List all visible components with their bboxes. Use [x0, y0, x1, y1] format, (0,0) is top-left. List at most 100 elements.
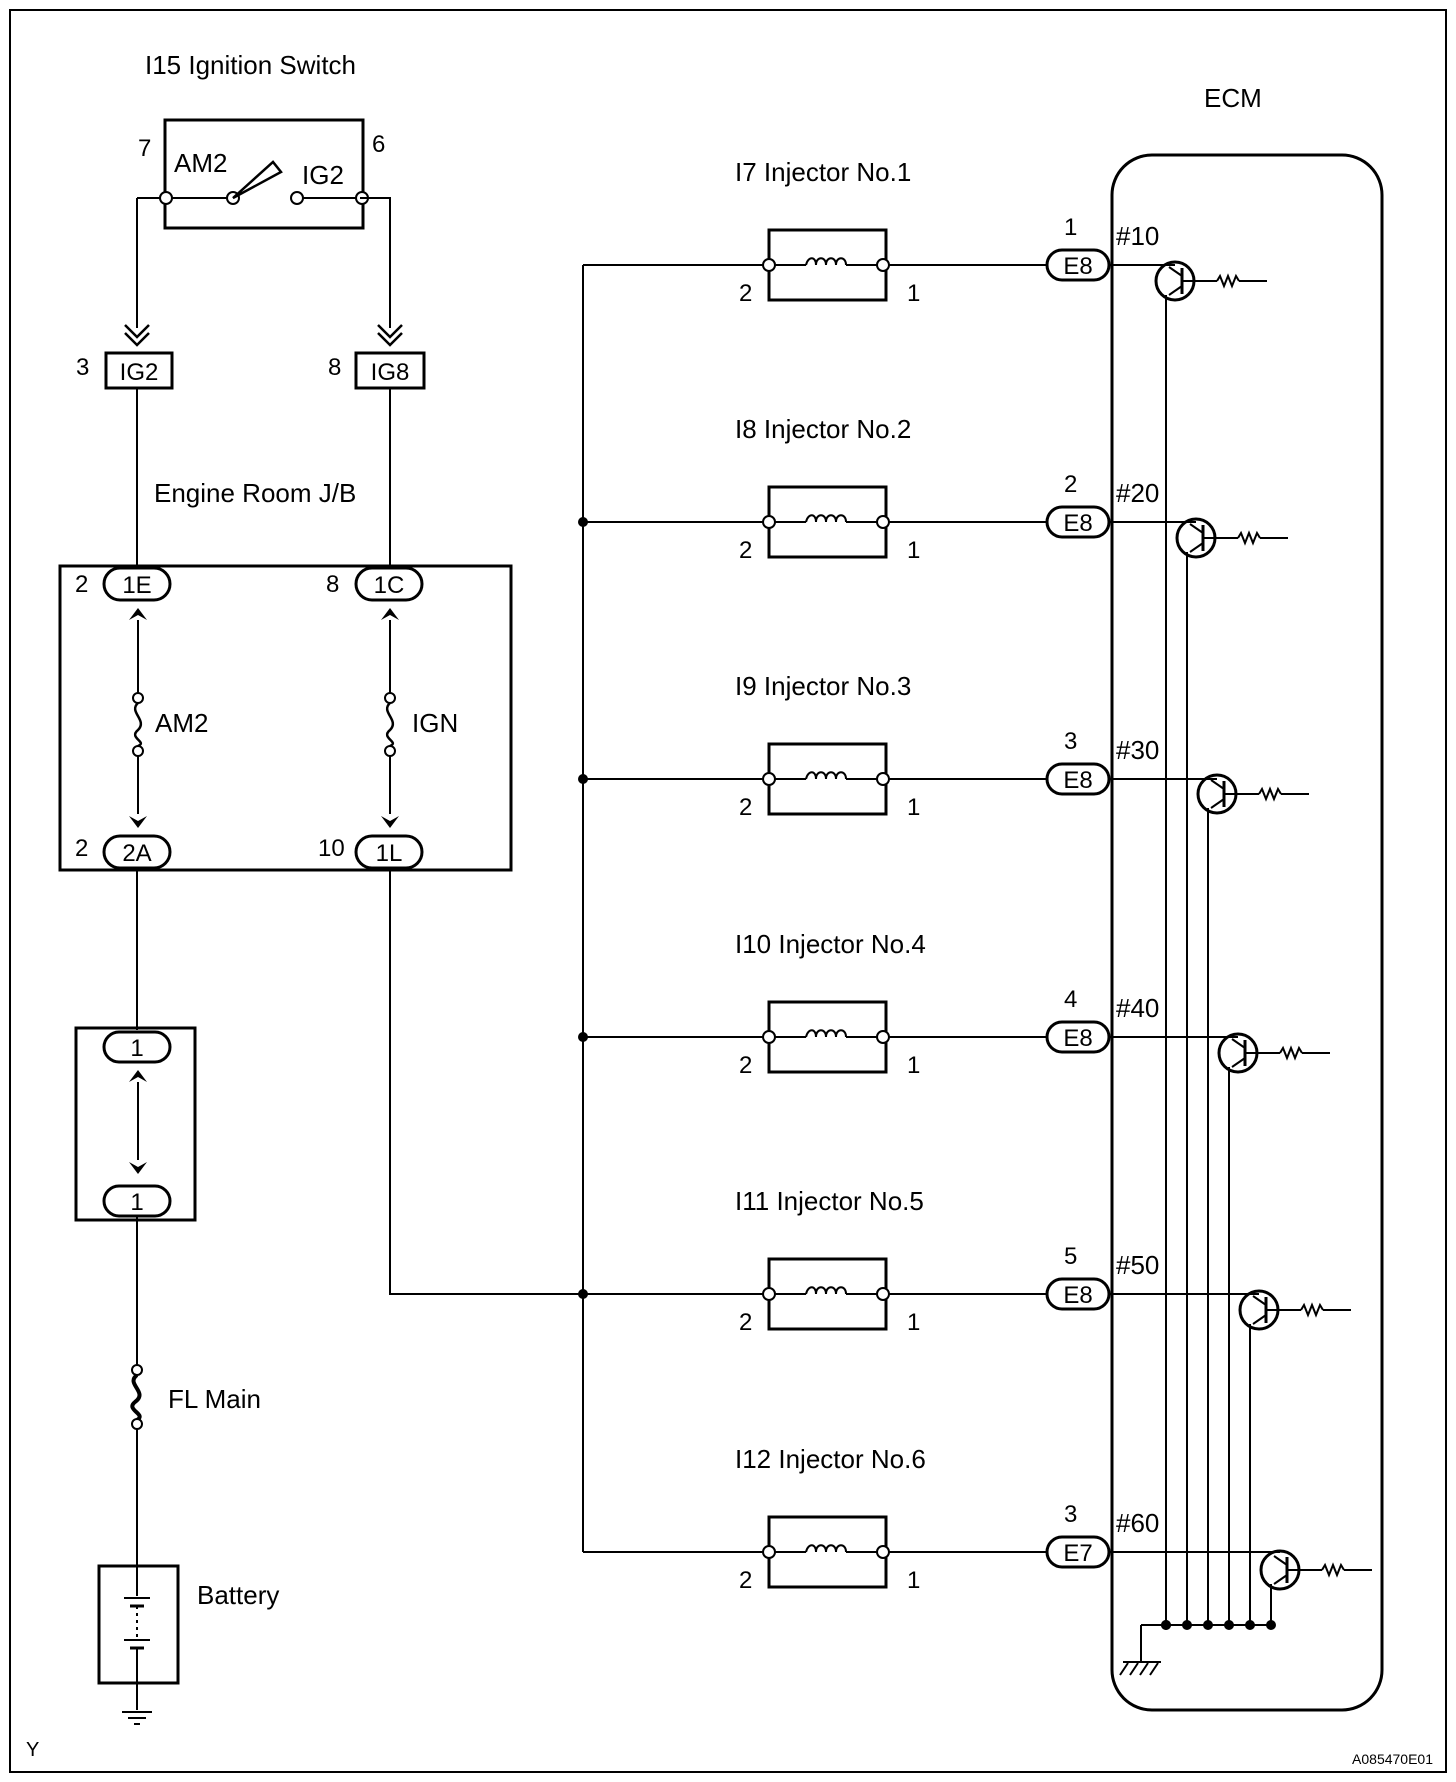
injector-5: I11 Injector No.5 2 1 5E8 #50	[578, 1186, 1159, 1336]
injector-pin-left: 2	[739, 1052, 752, 1079]
ecm-drivers	[1109, 260, 1372, 1630]
corner-mark: Y	[26, 1739, 39, 1761]
ecm-pin-number: 5	[1064, 1243, 1077, 1270]
injector-title: I11 Injector No.5	[735, 1186, 924, 1216]
ignition-switch-title: I15 Ignition Switch	[145, 50, 356, 80]
injector-coil-icon	[805, 1544, 847, 1553]
injector-pin-right: 1	[907, 794, 920, 821]
ecm-terminal-label: #50	[1116, 1250, 1159, 1280]
svg-text:1C: 1C	[374, 572, 405, 599]
injector-title: I7 Injector No.1	[735, 157, 911, 187]
fuse-am2	[133, 702, 143, 748]
injector-coil-icon	[805, 1286, 847, 1295]
svg-text:1L: 1L	[376, 840, 403, 867]
engine-room-jb-title: Engine Room J/B	[154, 478, 356, 508]
junction-connector: 1 1	[74, 1026, 197, 1222]
injector-title: I9 Injector No.3	[735, 671, 911, 701]
injector-coil-icon	[805, 1029, 847, 1038]
ecm-terminal-label: #20	[1116, 478, 1159, 508]
battery-label: Battery	[197, 1580, 279, 1610]
ecm-terminal-label: #40	[1116, 993, 1159, 1023]
svg-text:2: 2	[75, 571, 88, 598]
injector-pin-right: 1	[907, 537, 920, 564]
page-frame	[9, 9, 1447, 1773]
injector-pin-right: 1	[907, 1309, 920, 1336]
injector-coil-icon	[805, 771, 847, 780]
ecm-connector-label: E8	[1063, 1282, 1092, 1309]
injector-pin-left: 2	[739, 280, 752, 307]
svg-text:8: 8	[328, 354, 341, 381]
ignition-switch-pin-right: 6	[372, 131, 385, 158]
resistor-icon	[1258, 786, 1282, 802]
ignition-switch-label-am2: AM2	[174, 148, 227, 178]
svg-text:1: 1	[130, 1035, 143, 1062]
driver-transistor-5	[1109, 1289, 1351, 1630]
switch-terminal-left	[159, 191, 173, 205]
ecm-pin-number: 3	[1064, 728, 1077, 755]
injector-pin-left: 2	[739, 1567, 752, 1594]
ecm-terminal-label: #30	[1116, 735, 1159, 765]
ecm-connector-label: E8	[1063, 253, 1092, 280]
injector-3: I9 Injector No.3 2 1 3E8 #30	[578, 671, 1159, 821]
engine-room-jb: 2 1E 8 1C AM2 IGN 2 2A 10 1L	[58, 564, 513, 872]
driver-transistor-4	[1109, 1032, 1330, 1630]
ecm-terminal-label: #10	[1116, 221, 1159, 251]
figure-id: A085470E01	[1352, 1751, 1433, 1767]
resistor-icon	[1237, 530, 1261, 546]
injector-pin-right: 1	[907, 1567, 920, 1594]
ecm-connector-label: E8	[1063, 1025, 1092, 1052]
battery	[97, 1564, 180, 1685]
ignition-switch: I15 Ignition Switch 7 6 AM2 IG2	[137, 50, 385, 230]
driver-transistor-1	[1109, 260, 1267, 1630]
resistor-icon	[1279, 1045, 1303, 1061]
injector-coil-icon	[805, 514, 847, 523]
inline-connector-ig2: 3 IG2	[76, 351, 174, 390]
ecm-connector-label: E8	[1063, 510, 1092, 537]
resistor-icon	[1321, 1562, 1345, 1578]
fl-main-label: FL Main	[168, 1384, 261, 1414]
svg-text:1: 1	[130, 1189, 143, 1216]
fusible-link-fl-main	[130, 1373, 142, 1422]
inline-connector-ig8: 8 IG8	[328, 351, 426, 390]
injector-pin-left: 2	[739, 537, 752, 564]
resistor-icon	[1216, 273, 1240, 289]
svg-text:1E: 1E	[122, 572, 151, 599]
battery-ground-icon	[122, 1711, 152, 1725]
ecm-terminal-label: #60	[1116, 1508, 1159, 1538]
injector-pin-left: 2	[739, 1309, 752, 1336]
svg-text:IG8: IG8	[371, 359, 410, 386]
injector-pin-right: 1	[907, 1052, 920, 1079]
injector-pin-left: 2	[739, 794, 752, 821]
ecm-title: ECM	[1204, 83, 1262, 113]
ecm-connector-label: E8	[1063, 767, 1092, 794]
ecm-pin-number: 2	[1064, 471, 1077, 498]
svg-text:AM2: AM2	[155, 708, 208, 738]
injector-coil-icon	[805, 257, 847, 266]
ecm: ECM	[1110, 83, 1384, 1712]
injector-pin-right: 1	[907, 280, 920, 307]
driver-transistor-2	[1109, 517, 1288, 1630]
ecm-pin-number: 1	[1064, 214, 1077, 241]
ignition-switch-label-ig2: IG2	[302, 160, 344, 190]
svg-text:IG2: IG2	[120, 359, 159, 386]
ecm-connector-label: E7	[1063, 1540, 1092, 1567]
driver-transistor-6	[1109, 1549, 1372, 1630]
fuse-ign	[385, 702, 395, 748]
injector-title: I8 Injector No.2	[735, 414, 911, 444]
svg-text:2A: 2A	[122, 840, 151, 867]
injector-title: I10 Injector No.4	[735, 929, 926, 959]
ignition-switch-pin-left: 7	[138, 135, 151, 162]
ecm-ground-icon	[1119, 1625, 1161, 1676]
resistor-icon	[1300, 1302, 1324, 1318]
svg-text:IGN: IGN	[412, 708, 458, 738]
driver-transistor-3	[1109, 773, 1309, 1630]
ecm-pin-number: 3	[1064, 1501, 1077, 1528]
switch-lever	[232, 160, 283, 200]
injector-title: I12 Injector No.6	[735, 1444, 926, 1474]
svg-text:10: 10	[318, 835, 345, 862]
